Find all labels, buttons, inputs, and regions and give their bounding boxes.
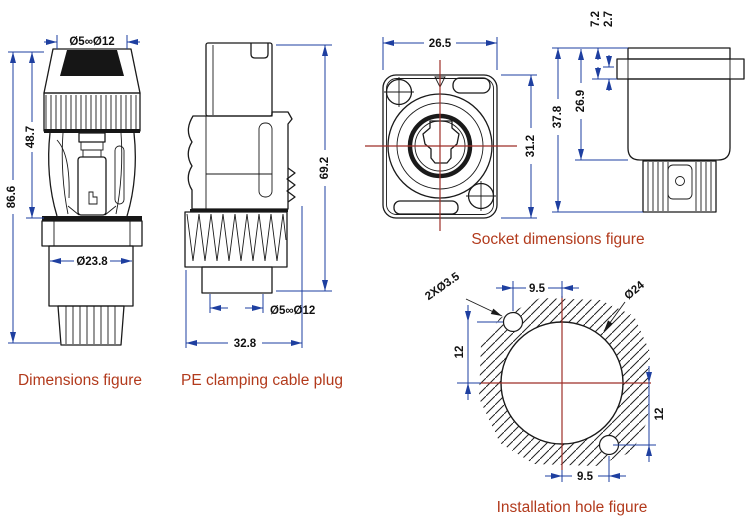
screw-hole-top	[502, 311, 524, 333]
dim-label-socket-width: 26.5	[429, 38, 452, 50]
dim-label-total-height: 69.2	[319, 157, 331, 179]
dim-label-right-offset: 12	[654, 408, 666, 421]
screw-cross-bottom-right	[466, 181, 496, 211]
body-inner-lines	[205, 116, 272, 209]
plug-column-step3	[82, 149, 102, 158]
plug-arm-left-inner	[61, 132, 69, 215]
plug-gland	[57, 305, 125, 346]
leader-main-hole	[603, 301, 626, 332]
dim-ext	[185, 206, 303, 348]
dim-label-top-offset: 9.5	[529, 283, 546, 295]
figure-socket-side: 37.8 26.9 7.2 2.7 Socket dimensions figu…	[471, 11, 745, 248]
slot-bottom-left	[393, 200, 459, 215]
slot-top-right	[452, 77, 491, 94]
plug-arm-right	[126, 132, 136, 217]
dim-label-cable-range: Ø5∞Ø12	[69, 36, 114, 48]
dim-label-main-hole: Ø24	[622, 279, 647, 303]
plug-lower-body	[48, 245, 134, 307]
dim-label-socket-height: 31.2	[525, 135, 537, 157]
plug-arm-left	[48, 132, 58, 217]
screw-cross-top-left	[384, 77, 414, 107]
plug-knurl-band	[44, 129, 140, 133]
plug-column-step2	[80, 141, 104, 151]
hole-centerlines	[481, 296, 651, 470]
cable-entry	[201, 266, 273, 294]
dim-label-left-offset: 12	[454, 346, 466, 359]
plug-feet-lines	[67, 205, 117, 216]
boot-outline	[205, 42, 273, 117]
leader-screw-holes	[465, 298, 503, 317]
figure-plug-side: 69.2 Ø5∞Ø12 32.8 PE clamping cable plug	[181, 42, 343, 389]
connector-keyway	[422, 120, 460, 164]
dim-label-flange-height: 7.2	[590, 11, 602, 27]
centerlines	[365, 60, 517, 231]
plug-arm-right-slot	[114, 145, 125, 205]
caption-plug-side: PE clamping cable plug	[181, 372, 343, 389]
dim-label-body-diameter: Ø23.8	[76, 256, 108, 268]
plug-ring-steps	[53, 221, 131, 246]
figure-installation-hole: 9.5 12 12 9.5 2XØ3.5 Ø24 Installation ho…	[423, 270, 666, 516]
socket-cap	[627, 47, 731, 60]
figure-plug-front: Ø5∞Ø12 48.7 86.6 Ø23.8 Dimensions figure	[6, 35, 143, 389]
caption-plug-front: Dimensions figure	[18, 372, 142, 389]
plug-j-slot	[88, 191, 98, 205]
socket-rear-hole	[675, 176, 685, 186]
plug-arm-right-inner	[115, 132, 123, 215]
dim-label-side-body-height: 26.9	[575, 90, 587, 112]
caption-installation: Installation hole figure	[497, 499, 648, 516]
body-outline	[187, 111, 293, 210]
dim-label-flange-step: 2.7	[603, 11, 615, 27]
plug-column-body	[77, 156, 107, 216]
dim-label-screw-holes: 2XØ3.5	[423, 270, 462, 303]
dim-ext	[552, 47, 643, 213]
plug-ring	[41, 220, 143, 247]
plug-cable-bush	[60, 50, 124, 76]
body-band	[190, 209, 288, 212]
plug-band	[42, 216, 142, 221]
dim-label-width: 32.8	[234, 338, 257, 350]
figure-socket-front: 26.5 31.2	[365, 37, 537, 231]
socket-rear-slot	[667, 164, 693, 200]
plug-column-step1	[78, 132, 106, 143]
latch-slot	[258, 122, 273, 198]
socket-flange	[616, 58, 745, 80]
caption-socket: Socket dimensions figure	[471, 231, 644, 248]
dim-label-total-height: 86.6	[6, 186, 18, 208]
plug-knurl-ridges	[45, 95, 137, 130]
socket-rear-ribs	[647, 162, 712, 211]
plug-gland-ribs	[65, 306, 116, 344]
socket-body	[627, 78, 731, 161]
dim-label-cable-range: Ø5∞Ø12	[270, 305, 315, 317]
plug-arm-left-slot	[56, 139, 70, 199]
knurl-teeth	[186, 213, 287, 262]
dim-label-upper-height: 48.7	[25, 126, 37, 148]
dim-label-side-total-height: 37.8	[552, 105, 564, 128]
socket-flange-lines	[627, 59, 731, 79]
dim-label-bottom-offset: 9.5	[577, 471, 594, 483]
boot-notch	[250, 43, 269, 59]
socket-rear	[642, 160, 717, 213]
dim-ext	[209, 294, 264, 313]
latch-zigzag	[286, 167, 296, 203]
